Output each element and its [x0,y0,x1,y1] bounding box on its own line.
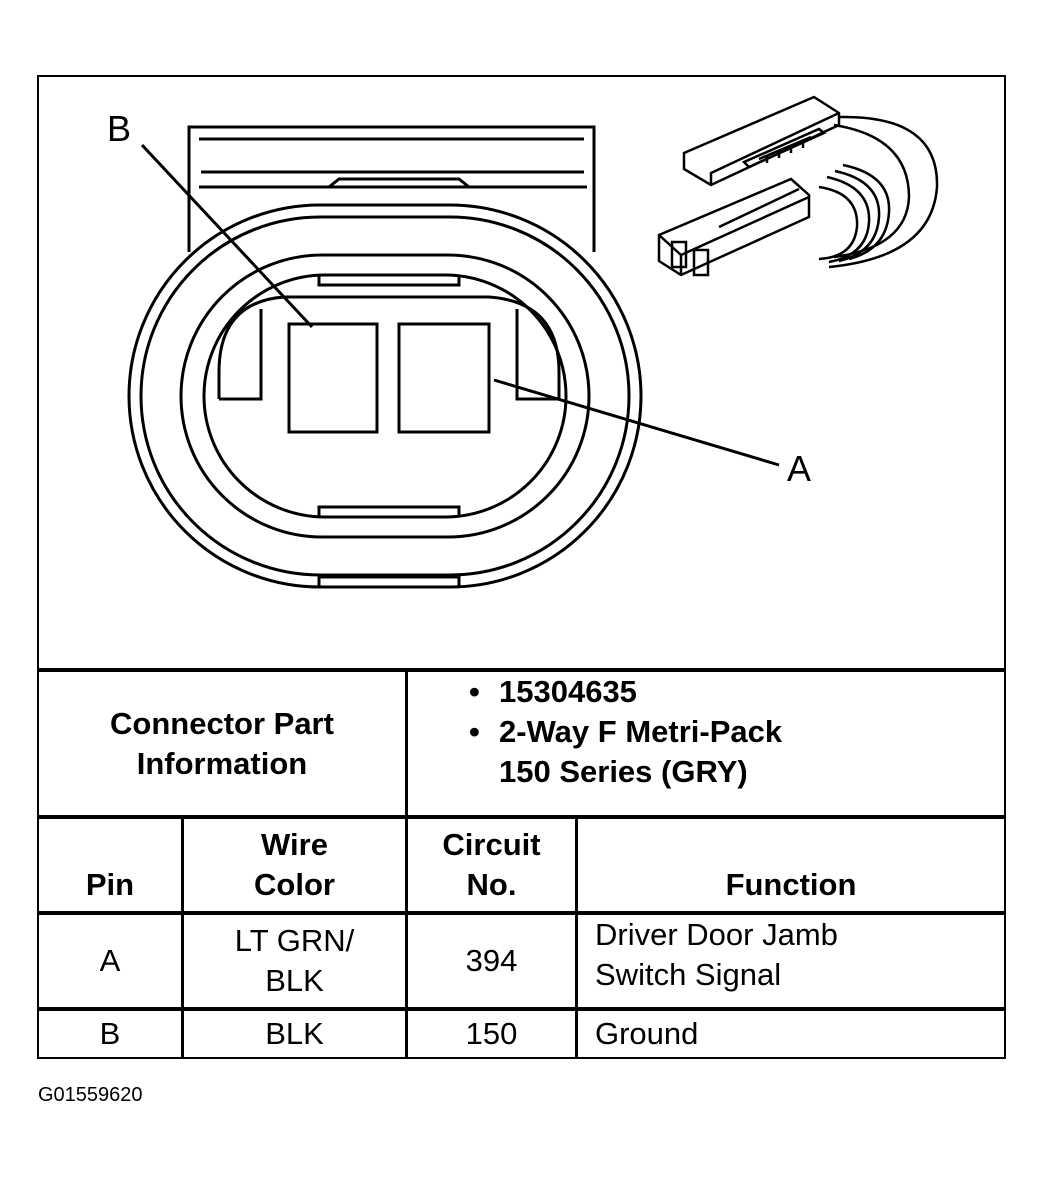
connector-info-label: Connector Part Information [110,705,334,781]
row-a-function: Driver Door Jamb Switch Signal [595,917,838,992]
header-wire-color: Wire Color [254,827,335,902]
connector-cavity [217,295,561,401]
row-b-wire-color: BLK [265,1016,324,1051]
info-divider [405,670,408,817]
table-top-rule [39,668,1004,672]
row-a-circuit: 394 [465,943,518,978]
row-a-bottom-rule [39,1007,1004,1011]
col-divider-1 [181,817,184,1057]
header-pin: Pin [85,867,135,902]
leader-line-b [140,143,314,329]
connector-latch [187,125,596,252]
col-divider-3 [575,817,578,1057]
terminal-b [287,322,379,434]
part-number-item: • 15304635 [469,672,637,712]
connector-drawing [127,95,939,589]
figure-id: G01559620 [38,1084,143,1106]
callout-label-a: A [786,448,811,489]
leader-line-a [493,378,780,467]
col-divider-2 [405,817,408,1057]
connector-iso-view [657,95,939,277]
callout-label-b: B [106,108,131,149]
row-a-wire-color: LT GRN/ BLK [234,923,355,998]
part-number: 15304635 [499,674,637,709]
part-description-item: • 2-Way F Metri-Pack 150 Series (GRY) [469,712,782,792]
row-a-pin: A [99,943,121,978]
info-bottom-rule [39,815,1004,819]
header-circuit-no: Circuit No. [442,827,541,902]
row-b-function: Ground [595,1016,699,1051]
connector-figure-frame: B A Connector Part Information • 1530463… [37,75,1006,1059]
header-function: Function [725,867,857,902]
connector-seal-rings [127,203,643,589]
row-b-pin: B [99,1016,121,1051]
row-b-circuit: 150 [465,1016,518,1051]
part-description-line1: 2-Way F Metri-Pack [499,714,783,749]
terminal-a [397,322,491,434]
part-description-line2: 150 Series (GRY) [499,754,748,789]
connector-info-values: • 15304635 • 2-Way F Metri-Pack 150 Seri… [469,672,999,815]
header-bottom-rule [39,911,1004,915]
